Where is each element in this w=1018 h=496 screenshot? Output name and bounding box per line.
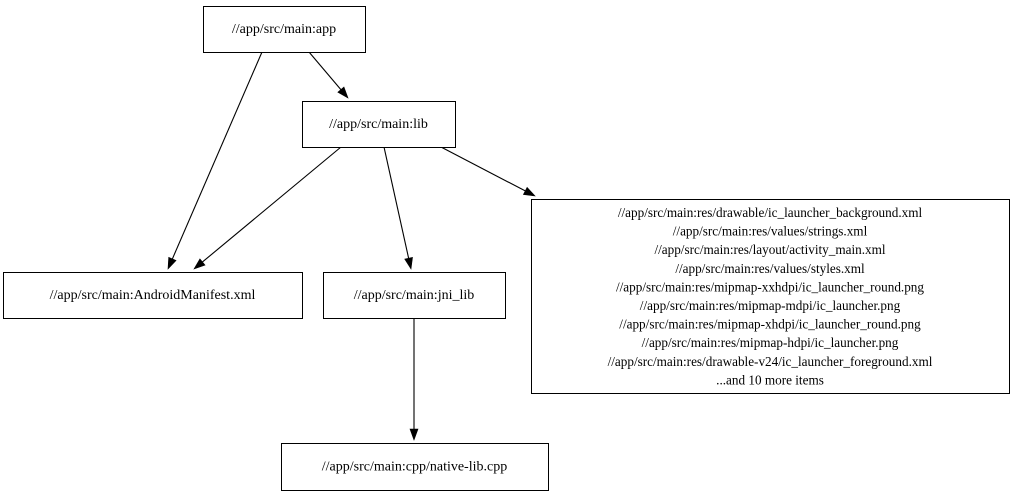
node-label-line: //app/src/main:res/mipmap-xhdpi/ic_launc… (619, 317, 921, 332)
node-label-line: //app/src/main:res/values/strings.xml (673, 224, 868, 239)
graph-node-lib[interactable]: //app/src/main:lib (302, 101, 456, 148)
graph-edge-lib-to-res-bundle (440, 146, 536, 197)
node-label-line: //app/src/main:res/drawable/ic_launcher_… (618, 205, 923, 220)
node-box[interactable] (203, 6, 366, 53)
node-box[interactable] (323, 272, 506, 319)
node-label-line: //app/src/main:res/mipmap-xxhdpi/ic_laun… (616, 279, 924, 294)
graph-node-native_lib_cpp[interactable]: //app/src/main:cpp/native-lib.cpp (281, 443, 549, 491)
edges-layer (167, 51, 536, 441)
edge-shaft (308, 51, 342, 90)
arrowhead-icon (409, 428, 419, 441)
graph-node-res_bundle[interactable]: //app/src/main:res/drawable/ic_launcher_… (531, 199, 1010, 394)
edge-shaft (171, 51, 263, 260)
edge-shaft (440, 146, 526, 192)
arrowhead-icon (522, 186, 536, 197)
graph-edge-jni-lib-to-native-lib-cpp (409, 318, 419, 441)
graph-edge-app-to-lib (308, 51, 349, 99)
node-label-line: //app/src/main:res/values/styles.xml (675, 261, 865, 276)
edge-shaft (202, 146, 342, 263)
node-box[interactable] (3, 272, 303, 319)
arrowhead-icon (337, 86, 349, 99)
node-label: //app/src/main:app (232, 22, 336, 37)
node-box[interactable] (302, 101, 456, 148)
graph-node-manifest[interactable]: //app/src/main:AndroidManifest.xml (3, 272, 303, 319)
arrowhead-icon (193, 258, 206, 270)
nodes-layer: //app/src/main:app //app/src/main:lib //ap… (3, 6, 1010, 491)
arrowhead-icon (167, 256, 177, 270)
node-label-line: //app/src/main:res/drawable-v24/ic_launc… (608, 354, 933, 369)
node-box[interactable] (531, 199, 1010, 394)
node-label: //app/src/main:lib (329, 117, 428, 132)
arrowhead-icon (404, 257, 413, 270)
edge-shaft (383, 146, 410, 259)
graph-edge-lib-to-jni-lib (383, 146, 413, 270)
node-label: //app/src/main:AndroidManifest.xml (50, 288, 256, 303)
node-label-multiline: //app/src/main:res/drawable/ic_launcher_… (608, 205, 933, 387)
node-label-line: //app/src/main:res/layout/activity_main.… (654, 242, 885, 257)
node-label-line: ...and 10 more items (716, 372, 824, 387)
graph-node-app[interactable]: //app/src/main:app (203, 6, 366, 53)
node-label: //app/src/main:jni_lib (354, 288, 475, 303)
graph-node-jni_lib[interactable]: //app/src/main:jni_lib (323, 272, 506, 319)
node-label-line: //app/src/main:res/mipmap-hdpi/ic_launch… (642, 335, 899, 350)
node-label: //app/src/main:cpp/native-lib.cpp (322, 460, 507, 475)
graph-edge-app-to-manifest (167, 51, 263, 270)
node-label-line: //app/src/main:res/mipmap-mdpi/ic_launch… (640, 298, 901, 313)
node-box[interactable] (281, 443, 549, 491)
graph-edge-lib-to-manifest (193, 146, 342, 270)
